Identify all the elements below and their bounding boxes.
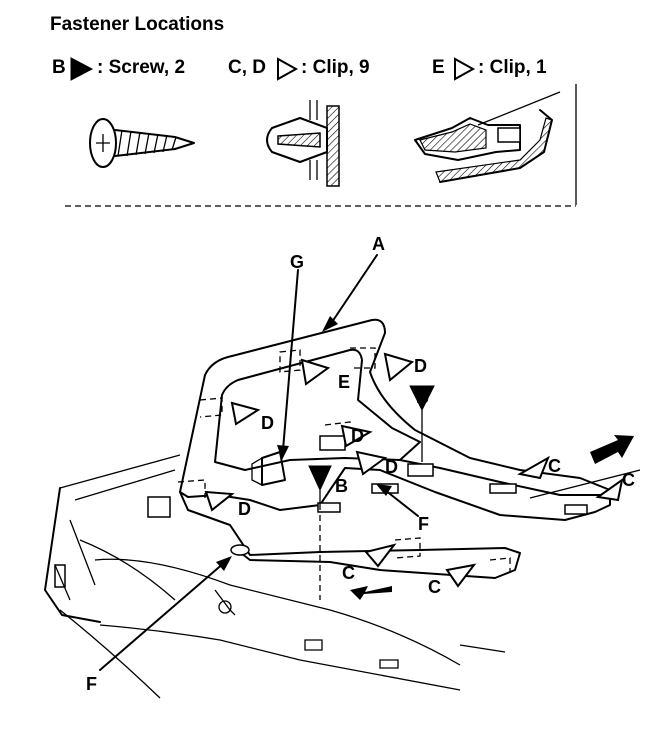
arrow-left-icon	[350, 586, 392, 600]
clip-symbol-icon	[277, 57, 299, 81]
callout-d: D	[414, 356, 427, 376]
clip-d-symbol-icon	[355, 450, 388, 476]
callout-b: B	[416, 387, 429, 407]
callout-a: A	[372, 234, 385, 254]
legend-clip-e-letter: E	[432, 57, 445, 78]
clip-d-symbol-icon	[204, 490, 235, 512]
legend-box	[65, 84, 577, 207]
callout-d: D	[351, 426, 364, 446]
legend-clip-e-text: : Clip, 1	[478, 57, 547, 78]
legend-clip-cd-letter: C, D	[228, 57, 266, 78]
legend-clip-cd: C, D : Clip, 9	[228, 57, 370, 81]
clip-d-symbol-icon	[230, 401, 261, 426]
clip-d-symbol-icon	[383, 352, 415, 382]
callout-c: C	[548, 456, 561, 476]
leader-lines	[99, 254, 419, 671]
callout-labels: A G D E B D D D C C B D F C C F	[86, 234, 635, 694]
clip-c-symbol-icon	[595, 477, 624, 502]
page-title: Fastener Locations	[50, 14, 224, 35]
clip-symbol-icon	[454, 57, 476, 81]
callout-g: G	[290, 252, 304, 272]
direction-arrows	[350, 435, 634, 600]
callout-d: D	[238, 499, 251, 519]
fastener-symbols	[204, 352, 624, 600]
screw-illustration	[89, 118, 195, 168]
callout-f: F	[418, 514, 429, 534]
legend-screw-text: : Screw, 2	[97, 57, 185, 78]
screw-b-symbol-icon	[308, 465, 332, 492]
clip-c-symbol-icon	[517, 455, 550, 480]
clip-cd-illustration	[266, 100, 340, 187]
clip-e-symbol-icon	[300, 358, 331, 386]
legend-screw: B : Screw, 2	[52, 57, 185, 81]
callout-c: C	[428, 577, 441, 597]
legend-clip-cd-text: : Clip, 9	[301, 57, 370, 78]
callout-c: C	[622, 470, 635, 490]
callout-c: C	[342, 563, 355, 583]
legend-clip-e: E : Clip, 1	[432, 57, 547, 81]
clip-e-illustration	[414, 91, 561, 183]
clip-c-symbol-icon	[364, 543, 397, 568]
callout-b: B	[335, 476, 348, 496]
vehicle-body	[44, 454, 641, 699]
screw-b-symbol-icon	[409, 385, 435, 412]
clip-d-symbol-icon	[340, 424, 373, 448]
arrow-right-icon	[590, 435, 634, 464]
callout-f: F	[86, 674, 97, 694]
callout-d: D	[385, 457, 398, 477]
callout-e: E	[338, 372, 350, 392]
legend-screw-letter: B	[52, 57, 66, 78]
clip-c-symbol-icon	[445, 563, 477, 588]
screw-symbol-icon	[70, 57, 94, 81]
callout-d: D	[261, 413, 274, 433]
